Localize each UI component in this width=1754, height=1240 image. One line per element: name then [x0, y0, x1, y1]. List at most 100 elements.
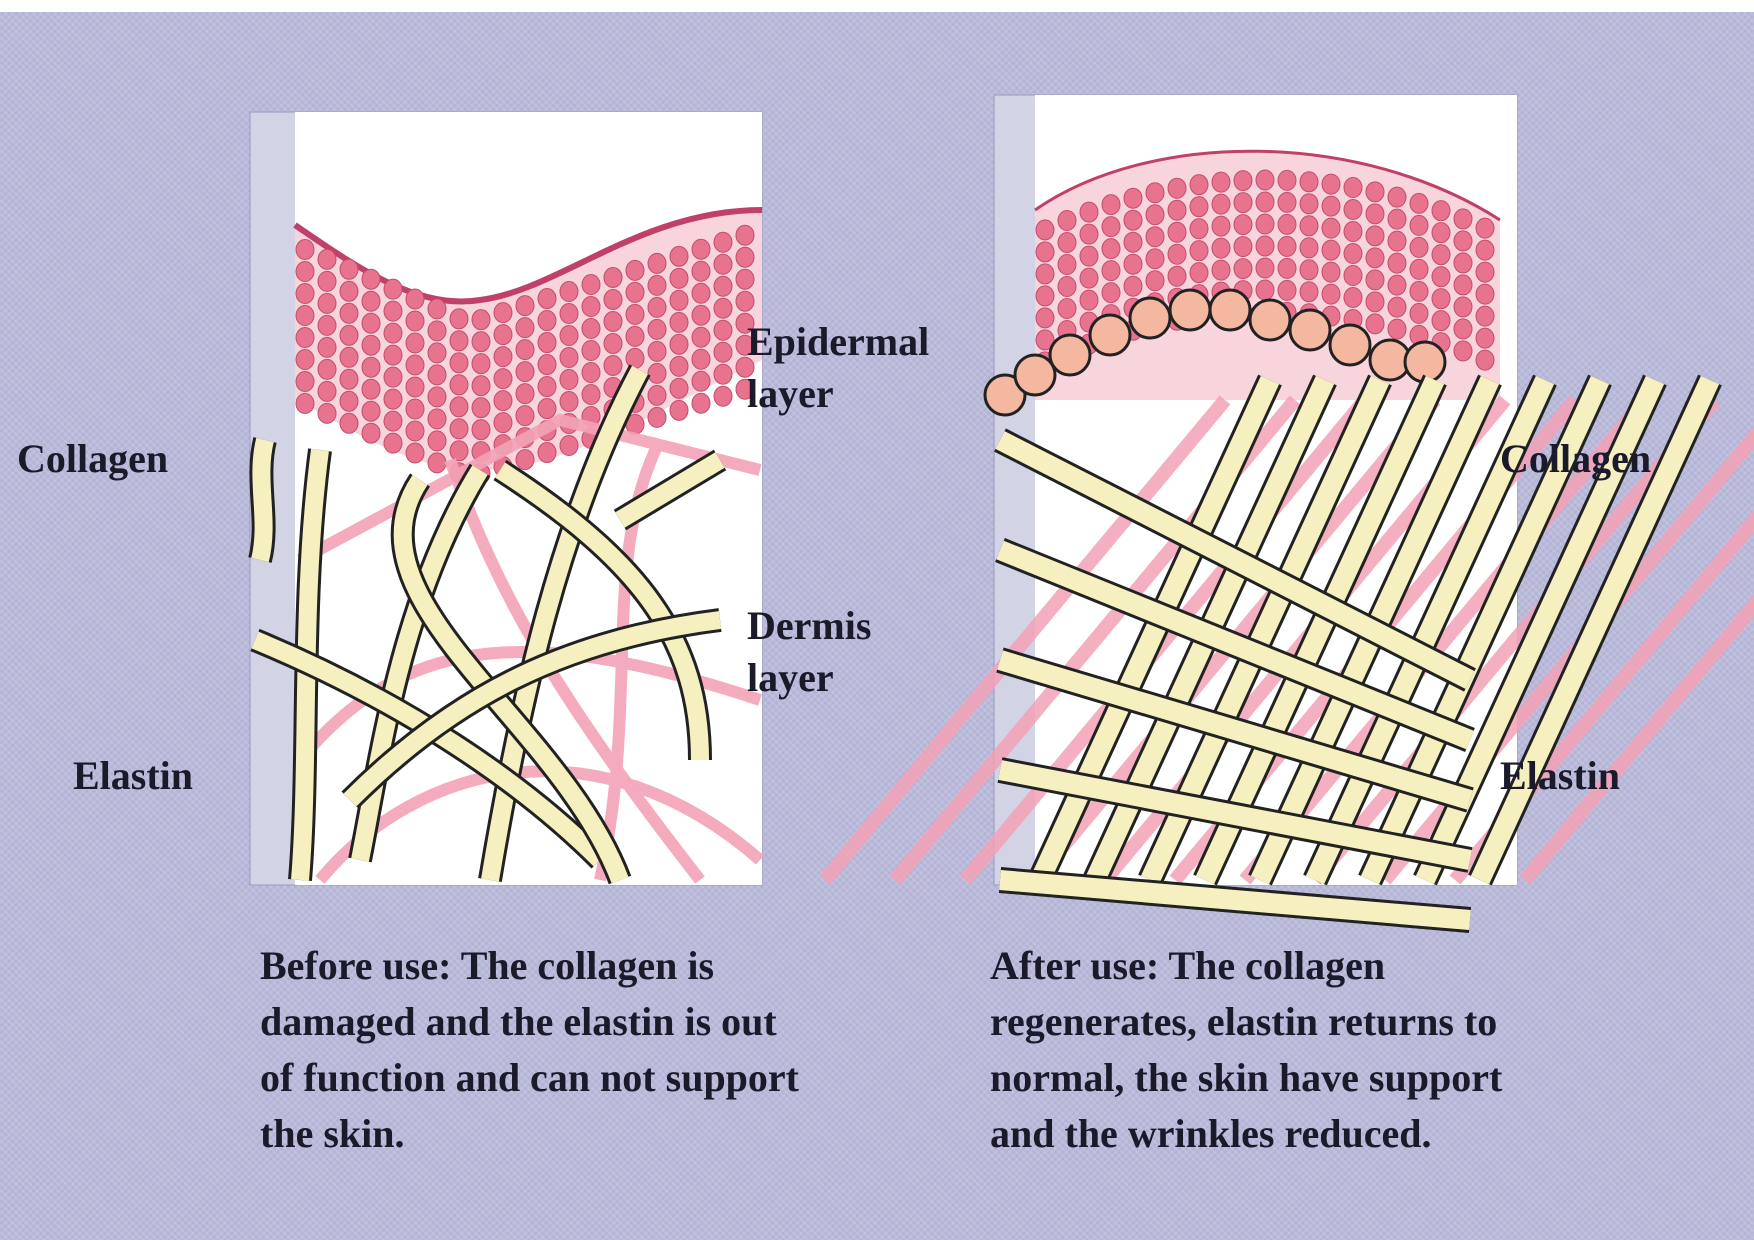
collagen-fiber: [393, 475, 629, 884]
epidermal-cell: [1123, 275, 1143, 297]
elastin-fiber: [297, 413, 762, 566]
epidermal-cell: [1101, 282, 1121, 304]
left-elastin-label: Elastin: [73, 753, 194, 798]
epidermal-cell: [1475, 327, 1495, 349]
epidermal-cell: [1475, 283, 1495, 305]
epidermal-cell: [295, 349, 315, 370]
epidermal-cell: [1365, 181, 1385, 203]
epidermal-cell: [493, 302, 513, 324]
epidermal-cell: [1233, 258, 1253, 280]
epidermal-cell: [647, 296, 667, 318]
epidermal-cell: [1409, 302, 1429, 324]
epidermal-cell: [1189, 262, 1209, 284]
epidermal-cell: [625, 259, 645, 281]
epidermal-cell: [1475, 261, 1495, 283]
epidermal-cell: [405, 398, 425, 420]
epidermal-cell: [1079, 223, 1099, 245]
epidermal-cell: [405, 332, 425, 354]
epidermal-cell: [1101, 194, 1121, 216]
epidermal-cell: [1453, 208, 1473, 230]
epidermal-cell: [1123, 187, 1143, 209]
right-collagen-label: Collagen: [1500, 436, 1652, 481]
epidermal-cell: [1453, 296, 1473, 318]
epidermal-cell: [1189, 240, 1209, 262]
epidermal-cell: [1409, 214, 1429, 236]
epidermal-cell: [361, 422, 381, 444]
epidermal-cell: [383, 278, 403, 300]
epidermal-cell: [317, 336, 337, 358]
epidermal-cell: [471, 419, 491, 441]
epidermal-cell: [383, 322, 403, 344]
collagen-fiber: [351, 465, 488, 862]
epidermal-cell: [1343, 198, 1363, 220]
epidermal-cell: [339, 302, 359, 324]
epidermal-cell: [691, 326, 711, 348]
epidermal-cell: [427, 342, 447, 364]
epidermal-cell: [537, 398, 557, 420]
epidermal-cell: [669, 399, 689, 421]
epidermal-cell: [1343, 176, 1363, 198]
epidermal-cell: [559, 325, 579, 347]
after-panel: [819, 94, 1754, 933]
epidermal-cell: [427, 320, 447, 342]
epidermal-cell: [295, 393, 315, 414]
epidermal-cell: [361, 290, 381, 312]
epidermal-cell: [1365, 269, 1385, 291]
epidermal-cell: [1255, 235, 1275, 257]
epidermal-cell: [317, 380, 337, 402]
epidermal-cell: [383, 410, 403, 432]
epidermal-cell: [405, 376, 425, 398]
epidermal-cell: [1079, 267, 1099, 289]
epidermal-cell: [1145, 182, 1165, 204]
collagen-fiber: [997, 650, 1473, 810]
epidermal-cell: [1475, 349, 1495, 371]
epidermal-cell: [515, 449, 535, 471]
epidermal-cell: [1035, 329, 1055, 351]
epidermal-cell: [339, 346, 359, 368]
epidermal-cell: [581, 383, 601, 405]
epidermal-cell: [295, 239, 315, 260]
epidermal-cell: [295, 327, 315, 348]
after-epidermal-cells: [983, 169, 1495, 417]
collagen-fiber: [343, 611, 722, 807]
epidermal-cell: [295, 261, 315, 282]
epidermal-cell: [1255, 169, 1275, 191]
epidermal-cell: [1321, 195, 1341, 217]
epidermal-cell: [449, 440, 469, 462]
epidermal-cell: [1431, 288, 1451, 310]
epidermal-cell: [317, 402, 337, 424]
epidermal-cell: [1387, 186, 1407, 208]
epidermal-cell: [383, 366, 403, 388]
epidermal-cell: [713, 385, 733, 407]
epidermal-cell: [581, 273, 601, 295]
epidermal-cell: [669, 333, 689, 355]
epidermal-cell: [339, 324, 359, 346]
basal-cell: [1328, 323, 1372, 367]
epidermal-cell: [471, 397, 491, 419]
epidermal-cell: [1167, 177, 1187, 199]
epidermal-cell: [1409, 280, 1429, 302]
epidermal-cell: [361, 312, 381, 334]
epidermal-cell: [1453, 318, 1473, 340]
epidermal-cell: [317, 292, 337, 314]
epidermal-cell: [1035, 219, 1055, 241]
epidermal-cell: [1035, 285, 1055, 307]
epidermal-cell: [1057, 254, 1077, 276]
epidermal-cell: [317, 358, 337, 380]
epidermal-cell: [713, 297, 733, 319]
epidermal-cell: [339, 258, 359, 280]
epidermal-layer-label: Epidermal layer: [747, 319, 930, 416]
epidermal-cell: [1167, 265, 1187, 287]
epidermal-cell: [1387, 230, 1407, 252]
epidermal-cell: [1365, 313, 1385, 335]
epidermal-cell: [559, 347, 579, 369]
epidermal-cell: [1431, 200, 1451, 222]
epidermal-cell: [1211, 215, 1231, 237]
epidermal-cell: [1431, 244, 1451, 266]
epidermal-cell: [625, 325, 645, 347]
epidermal-cell: [603, 354, 623, 376]
epidermal-cell: [1123, 209, 1143, 231]
basal-cell: [1013, 353, 1057, 397]
epidermal-cell: [361, 378, 381, 400]
epidermal-cell: [427, 298, 447, 320]
